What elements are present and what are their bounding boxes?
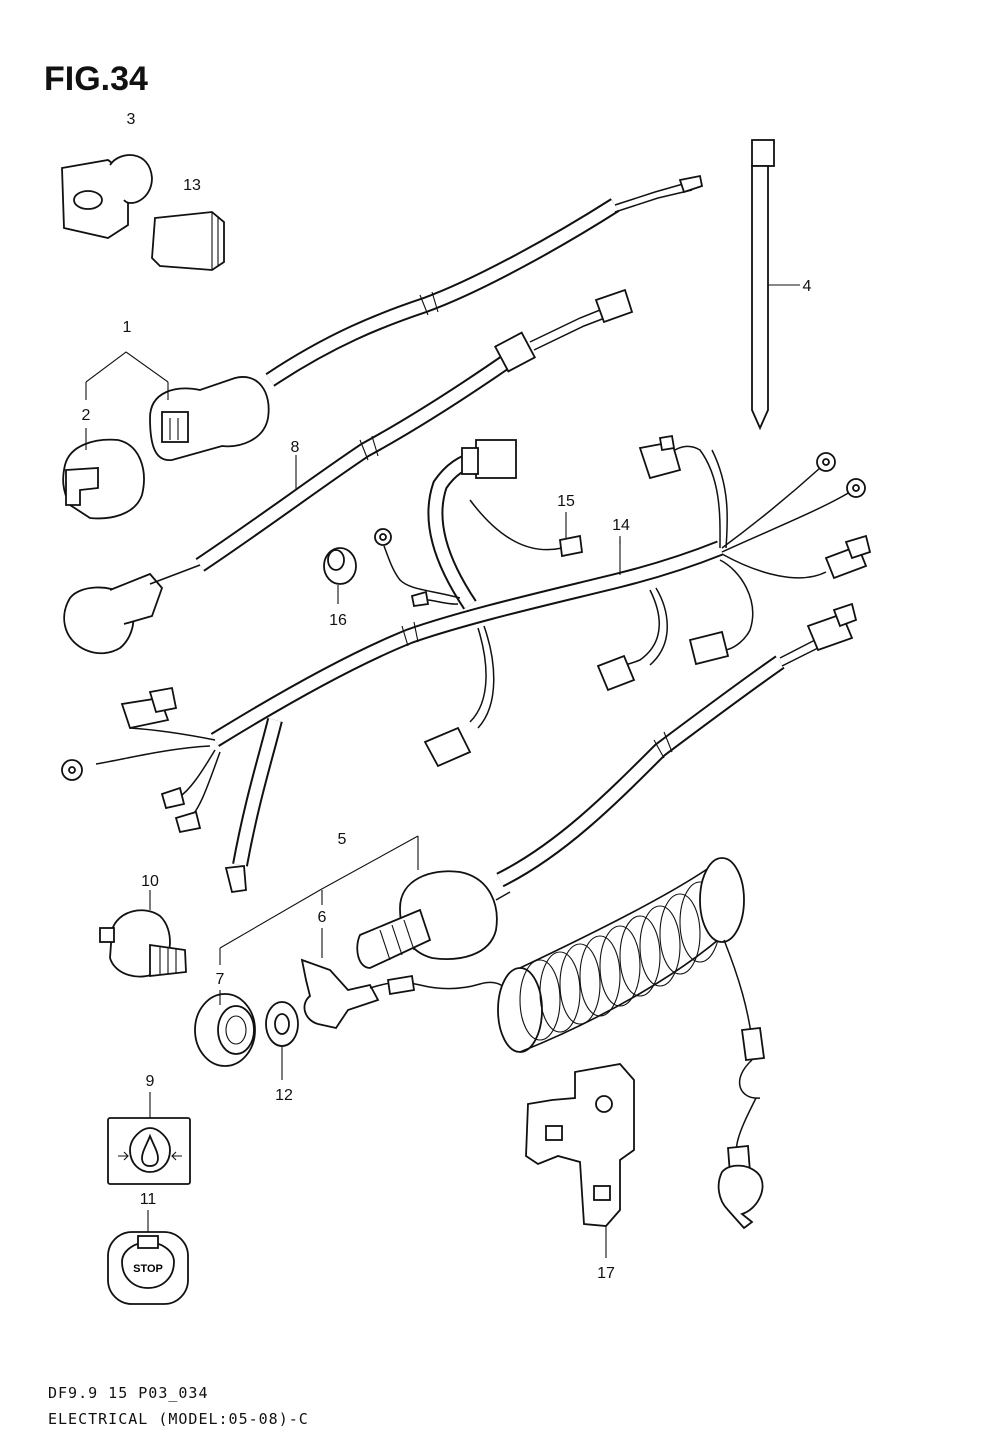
part-12-washer	[265, 1001, 299, 1080]
lanyard-cable	[496, 602, 858, 888]
callout-8: 8	[291, 439, 300, 456]
part-6-lanyard-clip	[300, 928, 513, 1030]
part-4-cable-tie	[751, 139, 800, 431]
part-7-nut	[194, 990, 256, 1067]
callout-9: 9	[146, 1073, 155, 1090]
diagram-code: DF9.9 15 P03_034	[48, 1384, 209, 1402]
part-11-stop-plate: STOP	[107, 1210, 189, 1305]
part-8-cable	[63, 288, 634, 655]
callout-15: 15	[557, 493, 575, 510]
callout-10: 10	[141, 873, 159, 890]
part-5-stop-switch	[219, 835, 511, 969]
upper-cable	[265, 174, 704, 387]
coil-cord	[497, 857, 766, 1230]
part-9-label-plate	[107, 1092, 191, 1185]
callout-16: 16	[329, 612, 347, 629]
callout-5: 5	[338, 831, 347, 848]
callout-17: 17	[597, 1265, 615, 1282]
part-10-sensor	[99, 890, 187, 978]
callout-7: 7	[216, 971, 225, 988]
callout-2: 2	[82, 407, 91, 424]
callout-12: 12	[275, 1087, 293, 1104]
part-2-connector-cap	[62, 438, 145, 520]
callout-1: 1	[123, 319, 132, 336]
callout-6: 6	[318, 909, 327, 926]
part-3-grommet	[61, 154, 153, 239]
part-16-clamp	[323, 547, 357, 604]
diagram-caption: ELECTRICAL (MODEL:05-08)-C	[48, 1410, 309, 1428]
callout-4: 4	[803, 278, 812, 295]
part-17-bracket	[525, 1063, 635, 1258]
part-13-cap	[151, 211, 225, 271]
callout-11: 11	[140, 1191, 157, 1208]
figure-title: FIG.34	[44, 60, 148, 98]
callout-3: 3	[127, 111, 136, 128]
stop-label: STOP	[133, 1263, 163, 1275]
callout-13: 13	[183, 177, 201, 194]
callout-14: 14	[612, 517, 630, 534]
part-14-main-harness	[61, 434, 872, 894]
leader-1	[85, 351, 169, 383]
part-1-connector	[149, 376, 270, 461]
